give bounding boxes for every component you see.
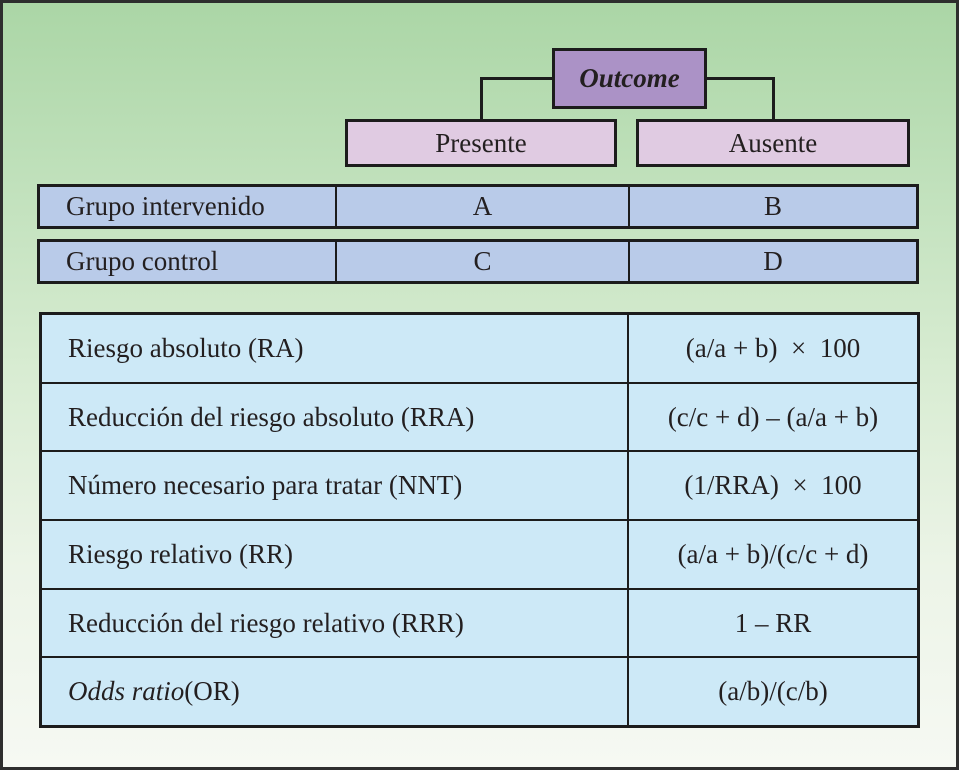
table-row: Riesgo relativo (RR) (a/a + b)/(c/c + d) [42,519,917,588]
measure-label-text: Número necesario para tratar (NNT) [68,470,463,501]
measure-label-text: (OR) [184,676,240,707]
measure-label-text: Reducción del riesgo relativo (RRR) [68,607,464,638]
group-label: Grupo intervenido [66,191,265,221]
cell-a: A [335,187,628,226]
measure-formula: (a/b)/(c/b) [627,658,917,726]
measure-formula: 1 – RR [627,589,917,657]
measure-label: Odds ratio (OR) [42,658,627,725]
outcome-label: Outcome [579,63,680,93]
connector-right-vertical [772,77,775,121]
connector-left-horizontal [480,77,555,80]
measure-label: Riesgo absoluto (RA) [42,315,627,382]
outcome-root-box: Outcome [552,48,707,109]
measure-label-text: Reducción del riesgo absoluto (RRA) [68,401,475,432]
measure-label: Reducción del riesgo absoluto (RRA) [42,384,627,451]
branch-presente-label: Presente [435,127,527,158]
group-row-intervenido: Grupo intervenido A B [37,184,919,229]
group-label: Grupo control [66,246,219,276]
measure-label-text: Riesgo relativo (RR) [68,538,293,569]
table-row: Reducción del riesgo relativo (RRR) 1 – … [42,587,917,657]
branch-ausente-box: Ausente [636,119,910,167]
measure-label: Reducción del riesgo relativo (RRR) [42,590,627,657]
measure-formula: (c/c + d) – (a/a + b) [627,383,917,451]
cell-d: D [628,242,916,281]
cell-c: C [335,242,628,281]
connector-right-horizontal [705,77,775,80]
measures-table: Riesgo absoluto (RA) (a/a + b) × 100 Red… [39,312,920,728]
measure-label-italic: Odds ratio [68,676,185,707]
measure-formula: (1/RRA) × 100 [627,452,917,520]
measure-label: Número necesario para tratar (NNT) [42,452,627,519]
branch-ausente-label: Ausente [728,127,818,158]
measure-label-text: Riesgo absoluto (RA) [68,332,304,363]
measure-formula: (a/a + b) × 100 [627,315,917,382]
group-row-control: Grupo control C D [37,239,919,284]
table-row: Reducción del riesgo absoluto (RRA) (c/c… [42,381,917,451]
branch-presente-box: Presente [345,119,617,167]
cell-b: B [628,187,916,226]
table-row: Riesgo absoluto (RA) (a/a + b) × 100 [42,315,917,382]
measure-label: Riesgo relativo (RR) [42,521,627,588]
measure-formula: (a/a + b)/(c/c + d) [627,521,917,588]
connector-left-vertical [480,77,483,121]
table-row: Número necesario para tratar (NNT) (1/RR… [42,450,917,520]
table-row: Odds ratio (OR) (a/b)/(c/b) [42,656,917,726]
